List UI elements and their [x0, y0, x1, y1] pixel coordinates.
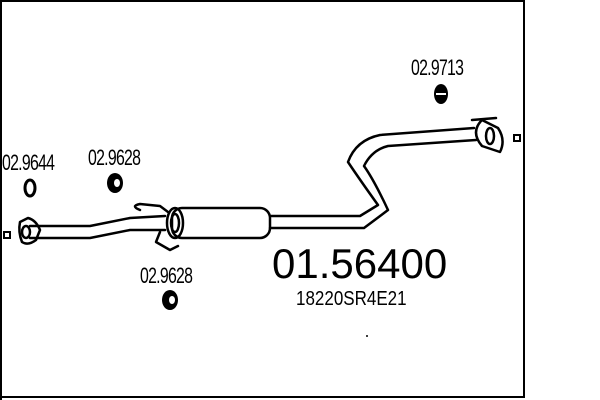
part-number: 01.56400 — [272, 240, 448, 287]
front-pipe-top — [28, 214, 167, 228]
label-02-9628-lower: 02.9628 — [140, 263, 193, 288]
oem-number: 18220SR4E21 — [296, 288, 407, 310]
rear-pipe-top — [268, 126, 476, 218]
frame-border-left — [0, 0, 2, 400]
frame-border — [0, 0, 525, 398]
muffler-body — [170, 206, 272, 240]
front-pipe-bottom — [28, 228, 167, 240]
label-02-9713: 02.9713 — [411, 55, 464, 80]
label-02-9644: 02.9644 — [2, 150, 55, 175]
frame-border-top — [0, 0, 525, 2]
left-connector-icon — [3, 231, 11, 239]
right-flange — [470, 116, 504, 154]
left-flange — [18, 216, 42, 245]
label-02-9628-upper: 02.9628 — [88, 145, 141, 170]
rear-pipe-bottom — [268, 138, 478, 230]
right-connector-icon — [513, 134, 521, 142]
ring-hanger-icon — [23, 178, 37, 198]
